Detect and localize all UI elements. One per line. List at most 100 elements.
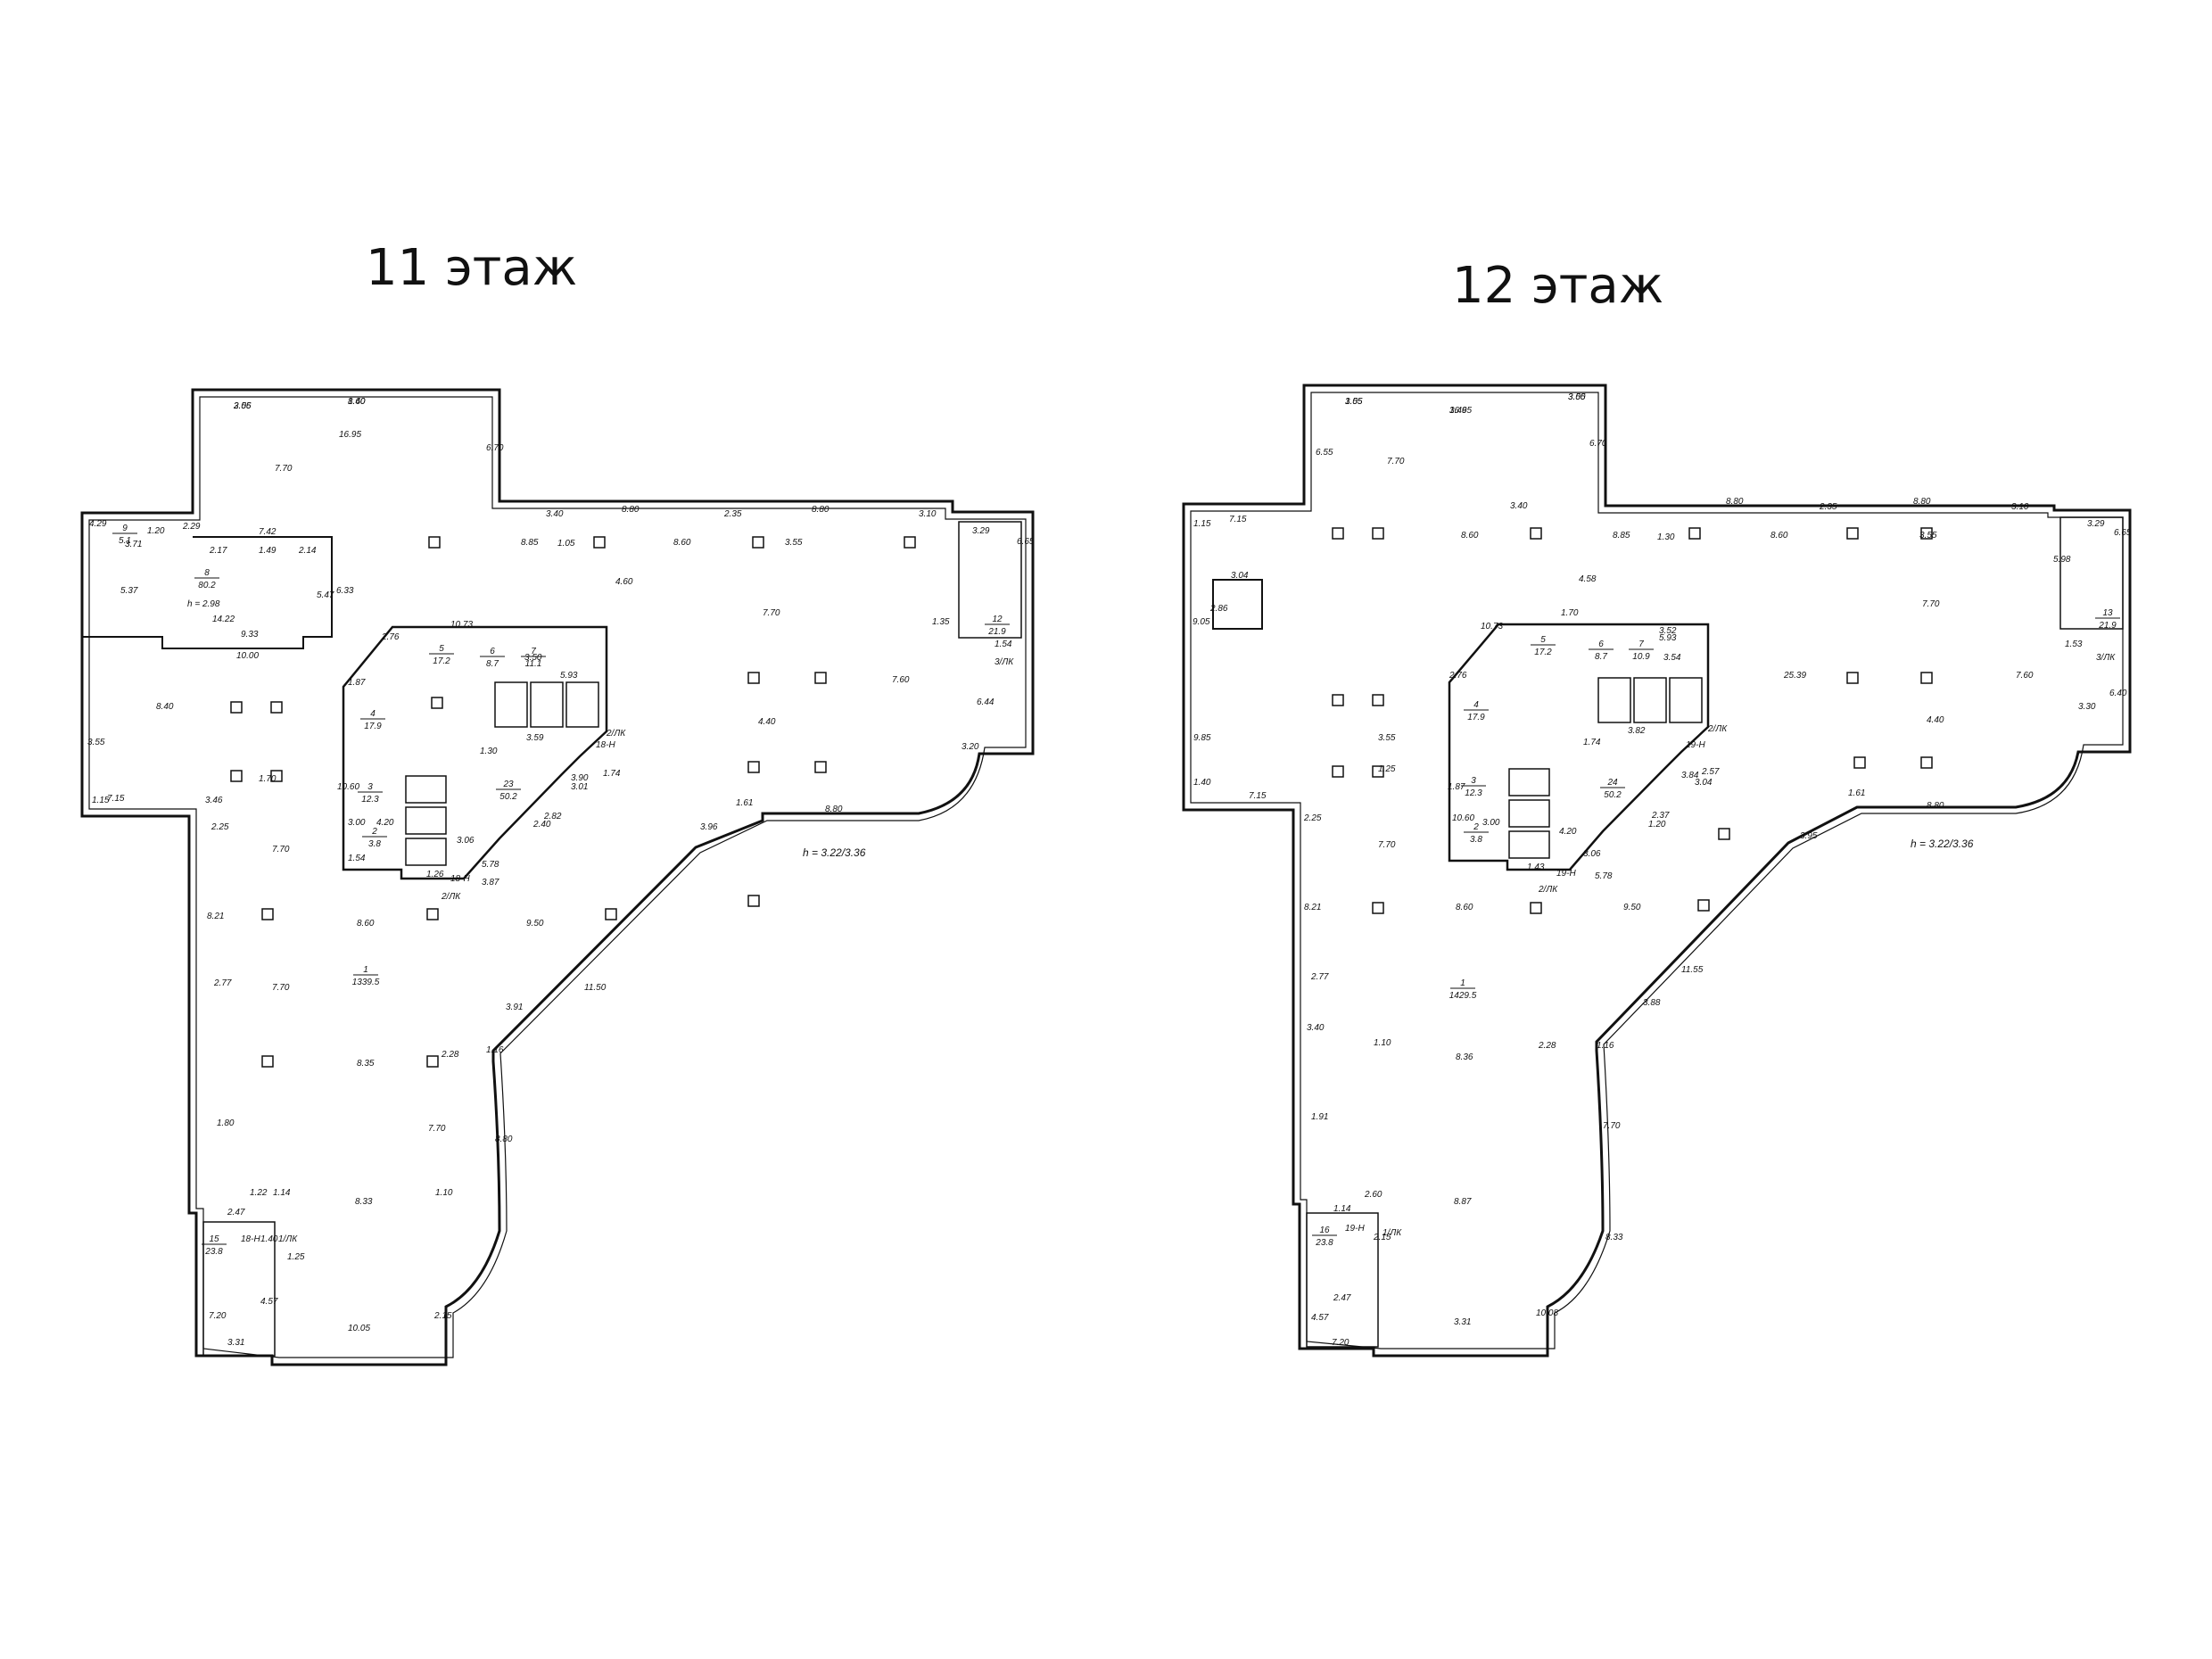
column xyxy=(1920,672,1933,684)
marker-label: 19-Н xyxy=(1686,740,1705,750)
dimension-label: 10.05 xyxy=(348,1324,370,1333)
room-area: 3.8 xyxy=(1470,835,1482,845)
dimension-label: 10.73 xyxy=(1481,622,1503,631)
dimension-label: 10.00 xyxy=(236,651,259,661)
dimension-label: 1.14 xyxy=(1333,1204,1351,1214)
room-number: 5 xyxy=(439,644,444,654)
room-area: 8.7 xyxy=(486,659,499,669)
dimension-label: 8.21 xyxy=(207,912,224,921)
dimension-label: 2.28 xyxy=(441,1050,459,1060)
room-number: 24 xyxy=(1606,778,1618,788)
room-area: 1429.5 xyxy=(1449,991,1477,1001)
dimension-label: 2.35 xyxy=(1819,502,1837,512)
dimension-label: 3.04 xyxy=(1695,778,1713,788)
dimension-label: 5.47 xyxy=(317,590,334,600)
floor-11-rooms: 11339.523.8312.3417.9517.268.7711.1880.2… xyxy=(112,524,1010,1257)
column xyxy=(747,761,760,773)
column xyxy=(1372,765,1384,778)
column xyxy=(605,908,617,920)
column xyxy=(1718,828,1730,840)
dimension-label: 1.25 xyxy=(1378,764,1396,774)
dimension-label: 9.05 xyxy=(1193,617,1210,627)
marker-label: 2/ЛК xyxy=(1707,724,1728,734)
dimension-label: 8.80 xyxy=(812,505,830,515)
room-area: 17.9 xyxy=(1467,713,1485,722)
column xyxy=(747,672,760,684)
dimension-label: 4.40 xyxy=(758,717,776,727)
floor-11-title: 11 этаж xyxy=(366,239,578,297)
dimension-label: 7.60 xyxy=(2016,671,2034,681)
room-area: 3.8 xyxy=(368,839,381,849)
dimension-label: 5.93 xyxy=(1659,633,1677,643)
marker-label: 19-Н xyxy=(1556,869,1576,879)
column xyxy=(1853,756,1866,769)
dimension-label: 3.55 xyxy=(234,401,252,411)
dimension-label: 1.10 xyxy=(1374,1038,1391,1048)
column xyxy=(1920,527,1933,540)
dimension-label: 8.33 xyxy=(355,1197,373,1207)
floor-11-inner-wall xyxy=(88,396,1027,1358)
dimension-label: 7.70 xyxy=(1603,1121,1621,1131)
floor-12-elevator-3 xyxy=(1669,677,1703,723)
dimension-label: 8.35 xyxy=(357,1059,375,1069)
dimension-label: 3.96 xyxy=(700,822,718,832)
dimension-label: 3.55 xyxy=(1919,531,1937,541)
dimension-label: 7.60 xyxy=(892,675,910,685)
dimension-label: 2.57 xyxy=(1701,767,1720,777)
room-number: 6 xyxy=(1598,640,1604,649)
room-area: 12.3 xyxy=(1465,788,1482,798)
floor-12-title: 12 этаж xyxy=(1452,257,1664,315)
dimension-label: 3.00 xyxy=(1482,818,1500,828)
dimension-label: 11.50 xyxy=(584,983,607,993)
dimension-label: 4.60 xyxy=(615,577,633,587)
dimension-label: 3.84 xyxy=(1681,771,1699,780)
dimension-label: 2.76 xyxy=(381,632,400,642)
column xyxy=(431,697,443,709)
room-number: 15 xyxy=(209,1234,219,1244)
floor-12-height-note: h = 3.22/3.36 xyxy=(1911,838,1974,850)
floor-11-elevator-5 xyxy=(405,806,447,835)
dimension-label: 25.39 xyxy=(1783,671,1806,681)
dimension-label: 6.70 xyxy=(1589,439,1607,449)
column xyxy=(230,770,243,782)
floor-11-elevator-1 xyxy=(494,681,528,728)
dimension-label: 3.52 xyxy=(1659,626,1677,636)
room-area: 50.2 xyxy=(499,792,517,802)
dimension-label: 3.40 xyxy=(1510,501,1528,511)
dimension-label: 6.65 xyxy=(2114,528,2132,538)
dimension-label: 3.46 xyxy=(205,796,223,805)
dimension-label: 1.54 xyxy=(995,640,1012,649)
dimension-label: 1.14 xyxy=(273,1188,291,1198)
dimension-label: 3.06 xyxy=(1583,849,1601,859)
floor-11-height-note: h = 3.22/3.36 xyxy=(803,846,866,859)
dimension-label: 8.21 xyxy=(1304,903,1321,912)
dimension-label: 3.10 xyxy=(2011,502,2029,512)
dimension-label: 7.70 xyxy=(272,983,290,993)
dimension-label: 7.70 xyxy=(1387,457,1405,466)
dimension-label: 5.93 xyxy=(560,671,578,681)
dimension-label: 3.55 xyxy=(1378,733,1396,743)
marker-label: 2/ЛК xyxy=(441,892,461,902)
dimension-label: 3.88 xyxy=(1643,998,1661,1008)
marker-label: 1/ЛК xyxy=(1382,1228,1402,1238)
room-number: 6 xyxy=(490,647,495,656)
dimension-label: 7.70 xyxy=(763,608,780,618)
dimension-label: 2.15 xyxy=(1373,1233,1391,1242)
dimension-label: 1.40 xyxy=(1193,778,1211,788)
dimension-label: 4.58 xyxy=(1579,574,1597,584)
column xyxy=(1372,902,1384,914)
marker-label: 2/ЛК xyxy=(606,729,626,739)
dimension-label: 2.47 xyxy=(227,1208,245,1217)
floor-12-elevator-4 xyxy=(1508,768,1550,796)
dimension-label: 8.33 xyxy=(1605,1233,1623,1242)
dimension-label: 1.30 xyxy=(480,747,498,756)
dimension-label: 2.17 xyxy=(209,546,227,556)
room-number: 3 xyxy=(367,782,373,792)
dimension-label: 1.26 xyxy=(426,870,444,879)
column xyxy=(814,672,827,684)
dimension-label: 1.05 xyxy=(557,539,575,549)
column xyxy=(1846,672,1859,684)
dimension-label: 7.70 xyxy=(428,1124,446,1134)
dimension-label: 8.80 xyxy=(1726,497,1744,507)
